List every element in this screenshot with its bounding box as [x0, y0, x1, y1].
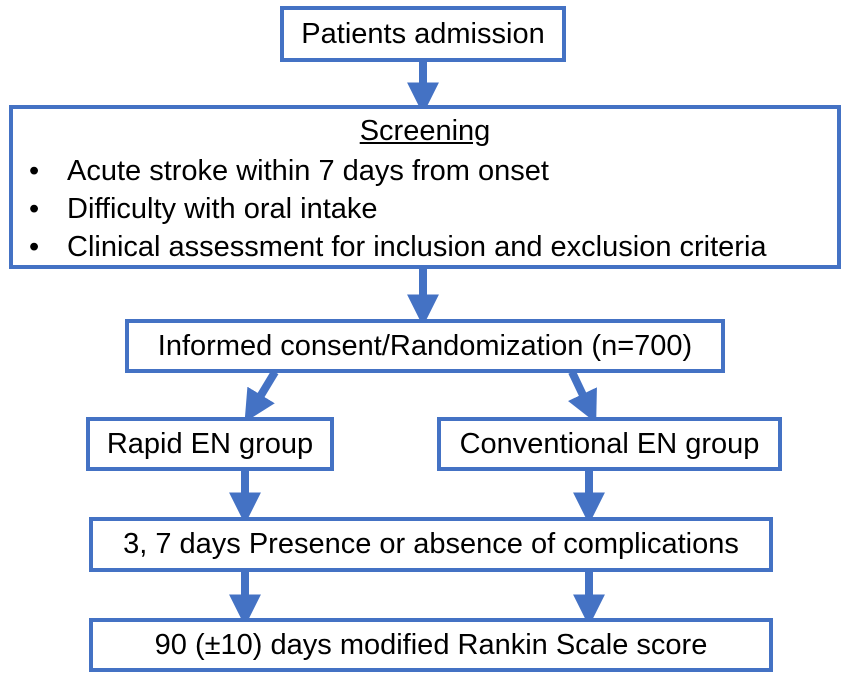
- complications-box: 3, 7 days Presence or absence of complic…: [89, 517, 773, 572]
- consent-randomization-box: Informed consent/Randomization (n=700): [125, 319, 725, 373]
- bullet-icon: •: [29, 193, 40, 225]
- screening-criteria-list: • Acute stroke within 7 days from onset …: [29, 152, 767, 266]
- conventional-en-group-box: Conventional EN group: [437, 417, 782, 471]
- screening-criterion: • Acute stroke within 7 days from onset: [29, 152, 767, 190]
- screening-criterion: • Difficulty with oral intake: [29, 190, 767, 228]
- rapid-en-group-label: Rapid EN group: [106, 427, 314, 460]
- screening-criterion: • Clinical assessment for inclusion and …: [29, 228, 767, 266]
- conventional-en-group-label: Conventional EN group: [459, 427, 760, 460]
- patients-admission-label: Patients admission: [301, 17, 545, 50]
- patients-admission-box: Patients admission: [280, 6, 566, 62]
- rapid-en-group-box: Rapid EN group: [86, 417, 334, 471]
- screening-title: Screening: [359, 115, 491, 147]
- criterion-text: Clinical assessment for inclusion and ex…: [67, 231, 767, 263]
- outcome-box: 90 (±10) days modified Rankin Scale scor…: [89, 618, 773, 672]
- complications-label: 3, 7 days Presence or absence of complic…: [123, 528, 739, 560]
- screening-box: Screening • Acute stroke within 7 days f…: [9, 105, 841, 269]
- bullet-icon: •: [29, 231, 40, 263]
- bullet-icon: •: [29, 155, 40, 187]
- criterion-text: Acute stroke within 7 days from onset: [67, 155, 549, 187]
- criterion-text: Difficulty with oral intake: [67, 193, 378, 225]
- arrow-consent-to-conventional: [568, 370, 597, 424]
- arrow-consent-to-rapid: [244, 369, 279, 423]
- outcome-label: 90 (±10) days modified Rankin Scale scor…: [154, 628, 708, 661]
- consent-randomization-label: Informed consent/Randomization (n=700): [157, 329, 693, 362]
